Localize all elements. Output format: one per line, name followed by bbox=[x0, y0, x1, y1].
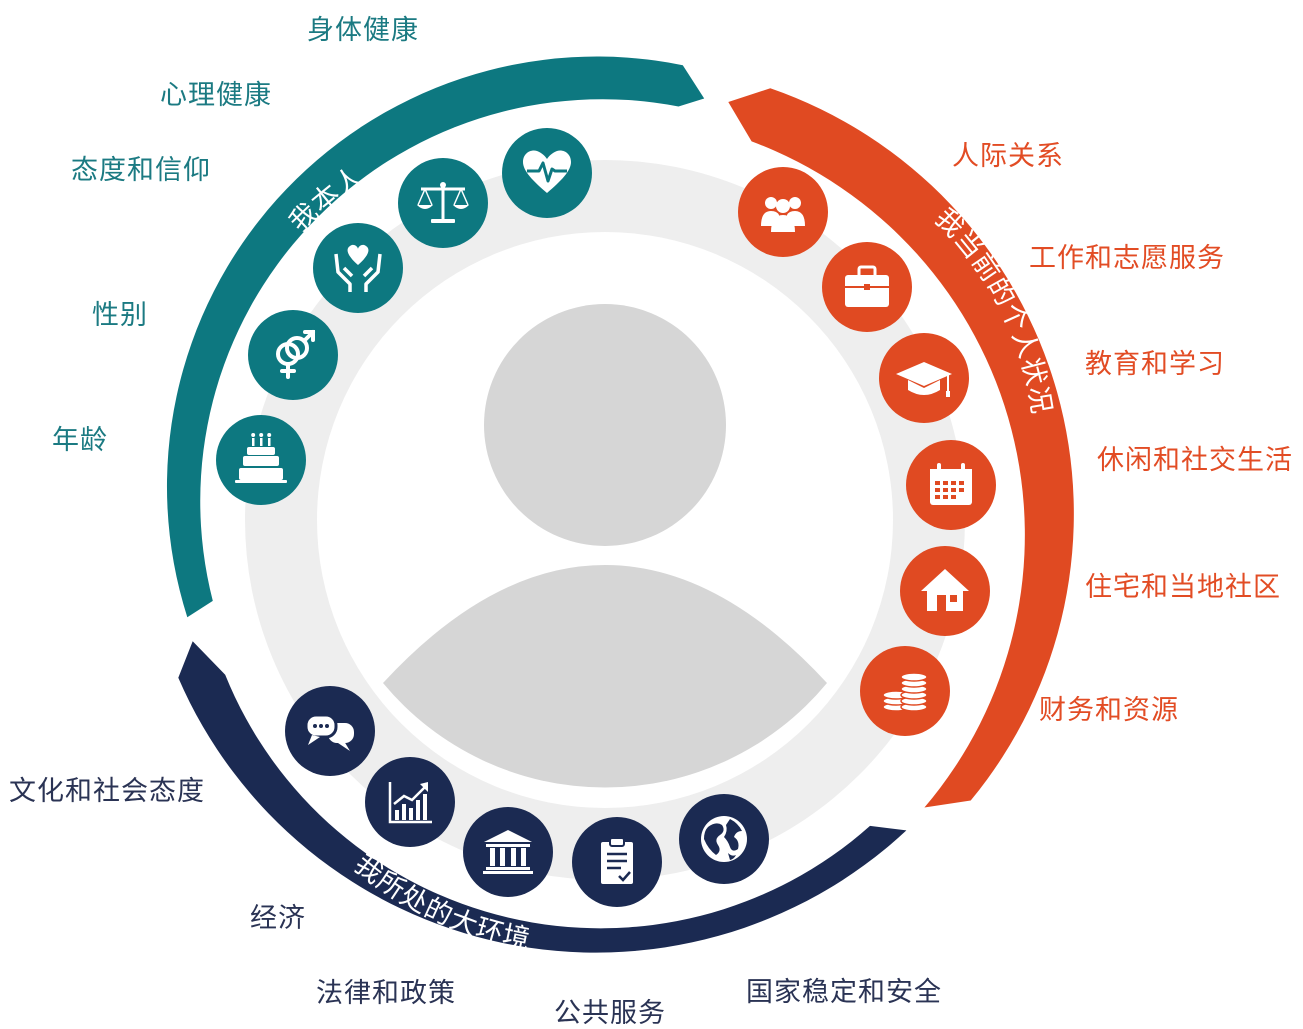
label-culture-attitudes: 文化和社会态度 bbox=[9, 776, 205, 807]
person-avatar bbox=[383, 304, 827, 788]
physical-health-icon-badge bbox=[502, 128, 592, 218]
label-finances-resources: 财务和资源 bbox=[1039, 695, 1179, 726]
education-icon-badge bbox=[879, 333, 969, 423]
label-relationships: 人际关系 bbox=[952, 141, 1064, 172]
housing-icon-badge bbox=[900, 546, 990, 636]
mental-health-icon-badge bbox=[313, 223, 403, 313]
clipboard-checklist-icon bbox=[601, 837, 633, 884]
label-housing-community: 住宅和当地社区 bbox=[1085, 572, 1281, 603]
label-physical-health: 身体健康 bbox=[307, 15, 419, 46]
gender-symbol-icon bbox=[276, 330, 315, 379]
label-stability-security: 国家稳定和安全 bbox=[746, 977, 942, 1008]
label-gender: 性别 bbox=[92, 300, 148, 331]
attitudes-icon-badge bbox=[398, 158, 488, 248]
label-education-learning: 教育和学习 bbox=[1085, 349, 1225, 380]
graduation-cap-icon bbox=[896, 362, 952, 397]
label-work-volunteering: 工作和志愿服务 bbox=[1029, 243, 1225, 274]
government-building-icon bbox=[483, 830, 533, 874]
public-services-icon-badge bbox=[572, 817, 662, 907]
coin-stack-icon bbox=[882, 672, 928, 712]
circumstances-arc bbox=[728, 88, 1074, 808]
speech-bubbles-icon bbox=[304, 713, 354, 751]
law-icon-badge bbox=[463, 807, 553, 897]
self-arc bbox=[166, 56, 705, 618]
label-public-services: 公共服务 bbox=[554, 998, 666, 1029]
gender-icon-badge bbox=[248, 310, 338, 400]
relationships-icon-badge bbox=[738, 167, 828, 257]
label-attitudes-beliefs: 态度和信仰 bbox=[71, 155, 211, 186]
economy-icon-badge bbox=[365, 757, 455, 847]
finances-icon-badge bbox=[860, 646, 950, 736]
calendar-icon bbox=[930, 463, 972, 505]
people-group-icon bbox=[761, 197, 805, 232]
culture-icon-badge bbox=[285, 686, 375, 776]
label-leisure-social: 休闲和社交生活 bbox=[1097, 445, 1293, 476]
label-law-policy: 法律和政策 bbox=[316, 978, 456, 1009]
briefcase-icon bbox=[845, 265, 889, 307]
stability-icon-badge bbox=[679, 794, 769, 884]
work-icon-badge bbox=[822, 242, 912, 332]
label-mental-health: 心理健康 bbox=[160, 80, 272, 111]
balance-scale-icon bbox=[417, 182, 469, 223]
rising-chart-icon bbox=[388, 782, 432, 824]
house-icon bbox=[921, 569, 969, 611]
label-age: 年龄 bbox=[52, 425, 108, 456]
heartbeat-icon bbox=[523, 150, 571, 193]
heart-in-hands-icon bbox=[334, 244, 382, 292]
birthday-cake-icon bbox=[235, 433, 287, 483]
environment-arc bbox=[178, 641, 907, 953]
globe-icon bbox=[701, 816, 747, 862]
age-icon-badge bbox=[216, 415, 306, 505]
label-economy: 经济 bbox=[250, 903, 306, 934]
leisure-icon-badge bbox=[906, 440, 996, 530]
